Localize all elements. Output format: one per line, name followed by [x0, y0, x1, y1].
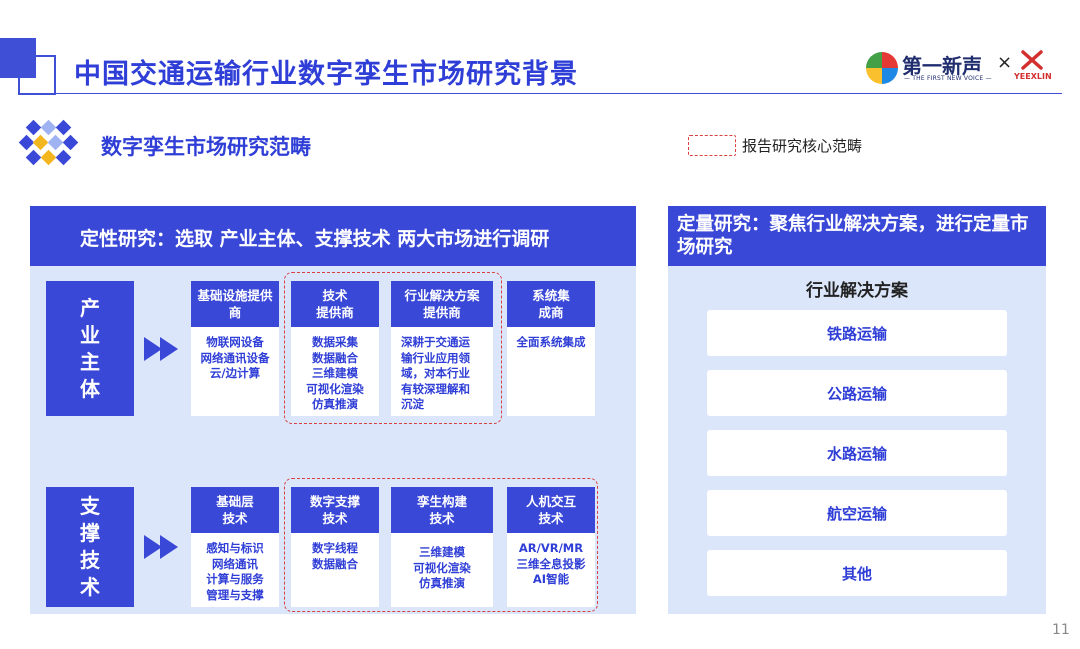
card-body: 数据采集 数据融合 三维建模 可视化渲染 仿真推演: [291, 335, 379, 413]
page-number: 11: [1052, 622, 1070, 638]
row-label-text: 支撑技术: [80, 494, 100, 599]
logo-subtitle: — THE FIRST NEW VOICE —: [904, 75, 992, 82]
solution-item-highway: 公路运输: [707, 370, 1007, 416]
card-body: 三维建模 可视化渲染 仿真推演: [391, 545, 493, 592]
solution-item-aviation: 航空运输: [707, 490, 1007, 536]
card-title-text: 人机交互 技术: [525, 494, 576, 526]
header-divider: [56, 93, 1062, 94]
quantitative-panel-header: [668, 206, 1046, 266]
card-twin-construction-tech: 孪生构建 技术 三维建模 可视化渲染 仿真推演: [391, 487, 493, 607]
card-body: AR/VR/MR 三维全息投影 AI智能: [507, 541, 595, 588]
card-infrastructure-provider: 基础设施提供商 物联网设备 网络通讯设备 云/边计算: [191, 281, 279, 416]
card-title: 人机交互 技术: [507, 487, 595, 533]
card-line: 网络通讯设备: [200, 350, 270, 365]
yeexlin-logo-icon: [1021, 50, 1043, 70]
card-line: 可视化渲染: [413, 560, 471, 575]
row-label-industry-entities: 产业主体: [46, 281, 134, 416]
qualitative-title: 定性研究：选取 产业主体、支撑技术 两大市场进行调研: [80, 228, 550, 250]
card-technology-provider: 技术 提供商 数据采集 数据融合 三维建模 可视化渲染 仿真推演: [291, 281, 379, 416]
card-line: AI智能: [532, 572, 570, 586]
legend-label: 报告研究核心范畴: [742, 137, 863, 155]
solution-item-waterway: 水路运输: [707, 430, 1007, 476]
card-title-text: 行业解决方案 提供商: [404, 288, 480, 320]
card-title-text: 孪生构建 技术: [416, 494, 467, 526]
card-line: 数字线程: [312, 541, 358, 555]
card-line: 全面系统集成: [516, 335, 586, 349]
core-scope-outline-row1: [284, 272, 502, 424]
card-line: 云/边计算: [209, 366, 261, 380]
card-line: 物联网设备: [206, 335, 264, 349]
card-title: 技术 提供商: [291, 281, 379, 327]
row-label-text: 产业主体: [80, 295, 100, 401]
page-title: 中国交通运输行业数字孪生市场研究背景: [74, 59, 578, 90]
card-line: 三维全息投影: [516, 556, 586, 571]
card-line: 仿真推演: [312, 397, 358, 411]
card-line: 管理与支撑: [206, 587, 264, 602]
card-hci-tech: 人机交互 技术 AR/VR/MR 三维全息投影 AI智能: [507, 487, 595, 607]
card-line: 域，对本行业: [401, 366, 470, 380]
card-title-text: 基础层 技术: [216, 494, 254, 526]
card-line: 输行业应用领: [401, 350, 470, 365]
card-line: 网络通讯: [212, 556, 258, 571]
card-body: 全面系统集成: [507, 335, 595, 351]
card-line: 沉淀: [401, 397, 424, 411]
solution-item-other: 其他: [707, 550, 1007, 596]
card-digital-support-tech: 数字支撑 技术 数字线程 数据融合: [291, 487, 379, 607]
card-body: 物联网设备 网络通讯设备 云/边计算: [191, 335, 279, 382]
card-title: 基础设施提供商: [191, 281, 279, 327]
card-title-text: 基础设施提供商: [197, 288, 273, 320]
card-line: 有较深理解和: [401, 381, 470, 396]
legend-swatch: [688, 135, 736, 156]
card-title-text: 技术 提供商: [316, 288, 354, 320]
card-title: 行业解决方案 提供商: [391, 281, 493, 327]
card-line: 数据融合: [312, 350, 358, 365]
card-line: 深耕于交通运: [401, 335, 470, 349]
first-new-voice-logo-icon: [866, 52, 898, 84]
solutions-subtitle: 行业解决方案: [806, 281, 908, 301]
section-title: 数字孪生市场研究范畴: [101, 135, 311, 159]
card-line: AR/VR/MR: [518, 541, 584, 555]
card-industry-solution-provider: 行业解决方案 提供商 深耕于交通运 输行业应用领 域，对本行业 有较深理解和 沉…: [391, 281, 493, 416]
card-title: 数字支撑 技术: [291, 487, 379, 533]
card-line: 三维建模: [312, 366, 358, 380]
card-line: 仿真推演: [419, 576, 465, 590]
quantitative-title: 定量研究：聚焦行业解决方案，进行定量市场研究: [677, 214, 1029, 258]
card-body: 深耕于交通运 输行业应用领 域，对本行业 有较深理解和 沉淀: [391, 335, 493, 413]
card-line: 数据采集: [312, 335, 358, 349]
solution-item-railway: 铁路运输: [707, 310, 1007, 356]
brand-logo: 第一新声 — THE FIRST NEW VOICE — × YEEXLIN: [866, 50, 1076, 86]
card-line: 计算与服务: [206, 572, 264, 586]
qualitative-panel-header: [30, 206, 636, 266]
logo-text: 第一新声: [902, 54, 982, 78]
card-line: 可视化渲染: [306, 381, 364, 396]
row-label-supporting-tech: 支撑技术: [46, 487, 134, 607]
card-line: 三维建模: [419, 545, 465, 559]
logo-times: ×: [997, 52, 1013, 73]
core-scope-outline-row2: [284, 478, 598, 612]
card-system-integrator: 系统集 成商 全面系统集成: [507, 281, 595, 416]
card-body: 感知与标识 网络通讯 计算与服务 管理与支撑: [191, 541, 279, 603]
double-arrow-icon: [144, 337, 184, 361]
logo-brand: YEEXLIN: [1014, 72, 1052, 81]
card-title: 基础层 技术: [191, 487, 279, 533]
card-title: 系统集 成商: [507, 281, 595, 327]
card-body: 数字线程 数据融合: [291, 541, 379, 572]
card-title: 孪生构建 技术: [391, 487, 493, 533]
diamond-cluster-icon: [18, 118, 84, 172]
card-title-text: 数字支撑 技术: [309, 494, 360, 526]
card-foundation-tech: 基础层 技术 感知与标识 网络通讯 计算与服务 管理与支撑: [191, 487, 279, 607]
card-line: 数据融合: [312, 556, 358, 571]
header-accent-frame: [18, 55, 56, 95]
card-title-text: 系统集 成商: [532, 288, 570, 320]
card-line: 感知与标识: [206, 541, 264, 555]
double-arrow-icon: [144, 535, 184, 559]
